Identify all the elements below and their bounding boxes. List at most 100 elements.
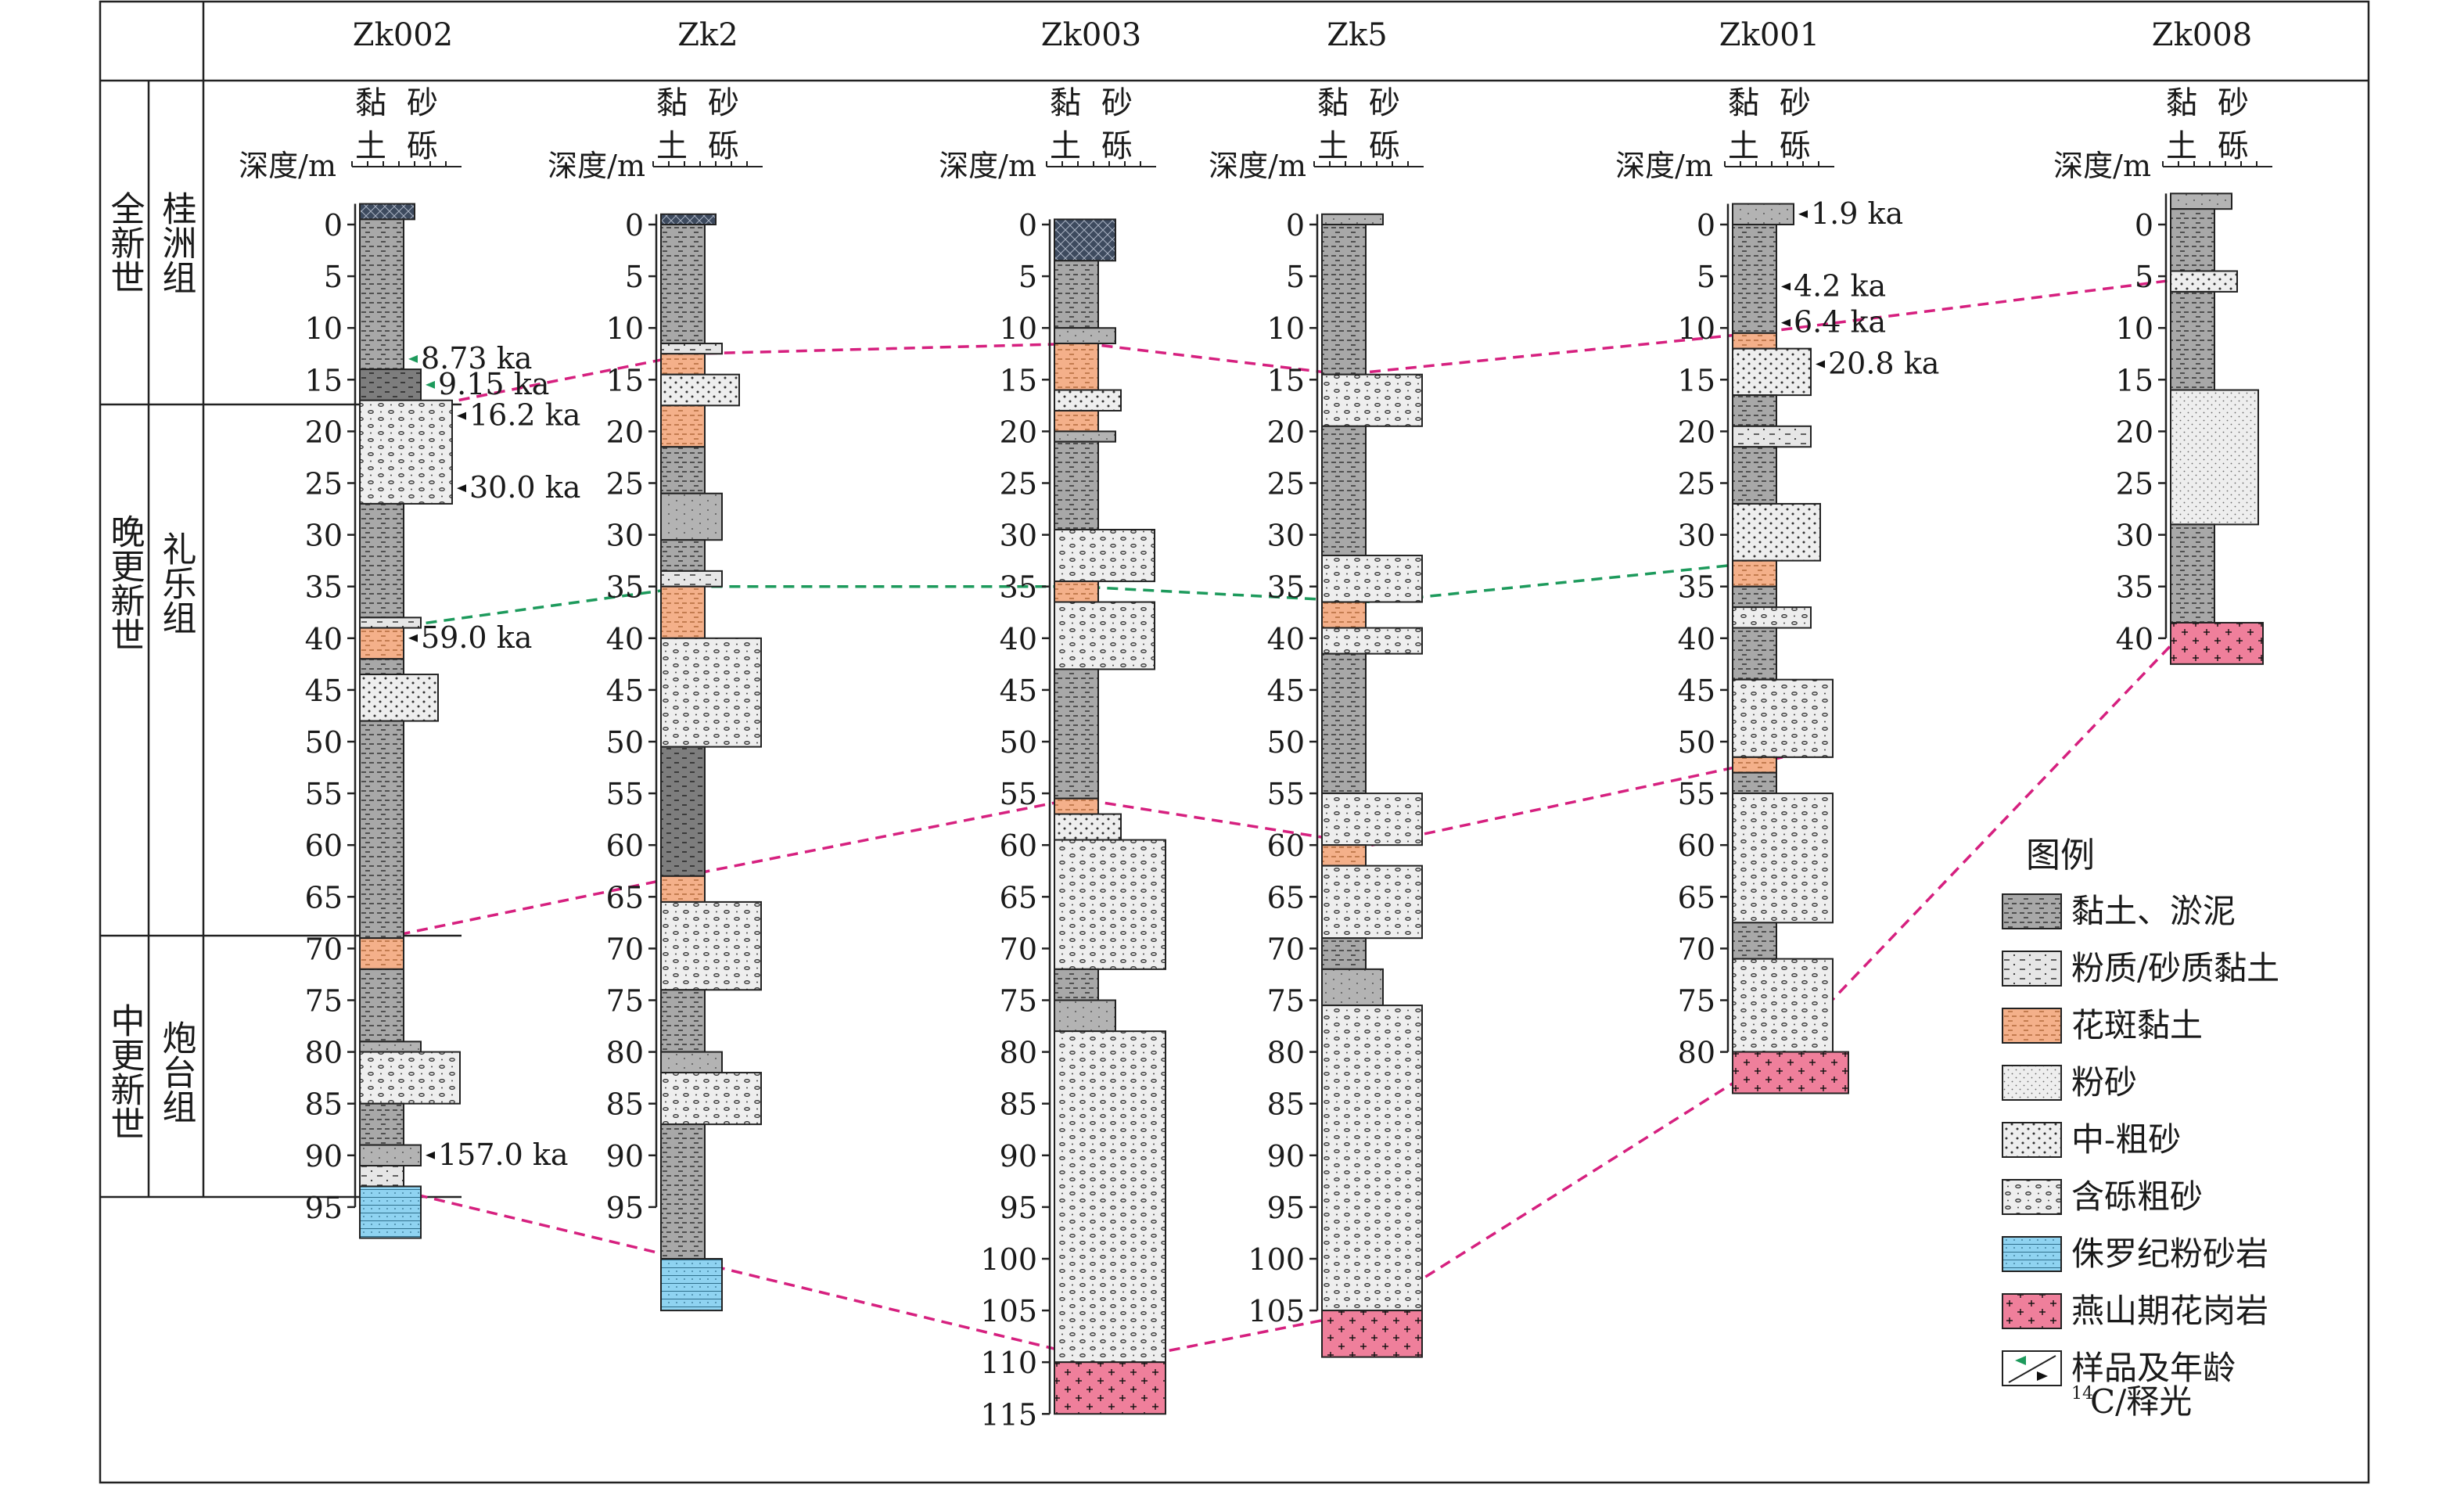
layer-clay_gray — [660, 1051, 723, 1074]
sample-age-label: 157.0 ka — [438, 1138, 569, 1172]
layer-clay — [660, 989, 706, 1053]
layer-clay — [1321, 652, 1367, 795]
depth-tick-label: 5 — [2135, 260, 2153, 294]
layer-clay_gray — [1732, 203, 1794, 225]
layer-mottled — [660, 585, 706, 639]
grain-label-clay: 黏 — [656, 85, 688, 121]
layer-granite — [1321, 1310, 1423, 1358]
depth-axis-label: 深度/m — [2053, 149, 2151, 183]
layer-silty_clay — [660, 343, 723, 355]
depth-tick-label: 20 — [1267, 415, 1305, 449]
depth-tick-label: 10 — [1000, 311, 1037, 346]
depth-tick-label: 40 — [606, 622, 644, 656]
sample-marker — [457, 412, 466, 420]
layer-clay — [1321, 224, 1367, 376]
depth-tick-label: 80 — [1000, 1036, 1037, 1070]
legend-label: 花斑黏土 — [2071, 1006, 2203, 1044]
sample-age-label: 1.9 ka — [1811, 196, 1903, 231]
sample-age-label: 59.0 ka — [421, 620, 532, 655]
formation-guizhou: 桂洲组 — [156, 191, 196, 294]
layer-clay — [1732, 585, 1777, 609]
sample-age-label: 9.15 ka — [438, 367, 549, 401]
layer-silty_clay — [359, 616, 422, 629]
formation-paotai: 炮台组 — [156, 1020, 196, 1123]
depth-tick-label: 15 — [1267, 363, 1305, 397]
borehole-title: Zk001 — [1719, 17, 1819, 53]
depth-tick-label: 5 — [324, 260, 343, 294]
layer-clay — [1054, 968, 1099, 1001]
layer-mottled — [359, 627, 404, 660]
grain-label-gravel: 砾 — [1369, 128, 1400, 164]
sample-marker — [1798, 210, 1808, 218]
borehole-title: Zk003 — [1041, 17, 1141, 53]
sample-marker — [426, 380, 435, 389]
grain-label-soil: 土 — [1050, 128, 1081, 164]
borehole-columns: Zk002黏砂土砾深度/m051015202530354045505560657… — [239, 17, 2272, 1432]
layer-gravel — [1054, 1030, 1166, 1364]
layer-gravel — [660, 637, 762, 748]
layer-clay — [2170, 523, 2215, 624]
layer-silty_clay — [359, 1165, 404, 1188]
legend-title: 图例 — [2026, 836, 2095, 875]
depth-tick-label: 30 — [1000, 519, 1037, 553]
sample-marker — [1816, 360, 1825, 368]
depth-tick-label: 40 — [2116, 622, 2153, 656]
depth-tick-label: 100 — [1248, 1242, 1305, 1277]
sample-age-label: 8.73 ka — [421, 341, 532, 376]
depth-tick-label: 105 — [1248, 1294, 1305, 1328]
depth-tick-label: 60 — [305, 828, 343, 863]
layer-clay_gray — [2170, 192, 2232, 210]
depth-tick-label: 35 — [1678, 570, 1715, 605]
layer-gravel — [1321, 1005, 1423, 1312]
depth-tick-label: 60 — [1267, 828, 1305, 863]
sample-age-label: 20.8 ka — [1828, 346, 1939, 380]
legend-swatch-granite — [2002, 1293, 2062, 1329]
legend-sample-arrow-green — [2015, 1356, 2026, 1365]
layer-granite — [2170, 621, 2264, 665]
layer-granite — [1732, 1051, 1849, 1094]
legend-label: 粉质/砂质黏土 — [2071, 949, 2279, 987]
layer-granitic_dark — [359, 203, 415, 221]
grain-label-gravel: 砾 — [2218, 128, 2249, 164]
sample-age-label: 30.0 ka — [469, 470, 580, 505]
sample-marker — [1781, 318, 1791, 327]
depth-tick-label: 95 — [1000, 1191, 1037, 1225]
depth-tick-label: 35 — [1000, 570, 1037, 605]
grain-label-soil: 土 — [1728, 128, 1759, 164]
layer-mottled — [1321, 844, 1367, 867]
layer-clay — [1732, 446, 1777, 505]
depth-tick-label: 85 — [1267, 1087, 1305, 1122]
depth-tick-label: 0 — [1286, 208, 1305, 243]
borehole-zk003: Zk003黏砂土砾深度/m051015202530354045505560657… — [939, 17, 1166, 1432]
layer-mottled — [1732, 332, 1777, 350]
depth-tick-label: 115 — [980, 1397, 1037, 1432]
layer-clay_gray — [660, 492, 723, 541]
depth-tick-label: 70 — [1678, 932, 1715, 966]
layer-clay_gray — [1054, 999, 1116, 1033]
borehole-zk008: Zk008黏砂土砾深度/m0510152025303540 — [2053, 17, 2272, 665]
depth-tick-label: 50 — [606, 725, 644, 760]
depth-tick-label: 65 — [1678, 880, 1715, 915]
depth-tick-label: 85 — [606, 1087, 644, 1122]
grain-label-sand: 砂 — [1780, 85, 1811, 121]
depth-tick-label: 30 — [305, 519, 343, 553]
depth-tick-label: 35 — [1267, 570, 1305, 605]
epoch-late-pleistocene: 晚更新世 — [105, 514, 145, 652]
depth-tick-label: 90 — [606, 1139, 644, 1174]
depth-tick-label: 110 — [980, 1346, 1037, 1380]
legend-swatch-fine_sand — [2002, 1065, 2062, 1101]
layer-jurassic — [660, 1258, 723, 1312]
depth-tick-label: 90 — [1267, 1139, 1305, 1174]
depth-tick-label: 105 — [980, 1294, 1037, 1328]
depth-tick-label: 45 — [1000, 674, 1037, 708]
grain-label-gravel: 砾 — [1101, 128, 1133, 164]
borehole-title: Zk5 — [1327, 17, 1387, 53]
borehole-title: Zk2 — [677, 17, 738, 53]
layer-med_sand — [359, 674, 439, 722]
legend-label: 黏土、淤泥 — [2071, 892, 2236, 930]
depth-tick-label: 15 — [1000, 363, 1037, 397]
depth-tick-label: 20 — [305, 415, 343, 449]
layer-clay — [660, 224, 706, 345]
depth-tick-label: 60 — [606, 828, 644, 863]
layer-clay — [1321, 425, 1367, 557]
